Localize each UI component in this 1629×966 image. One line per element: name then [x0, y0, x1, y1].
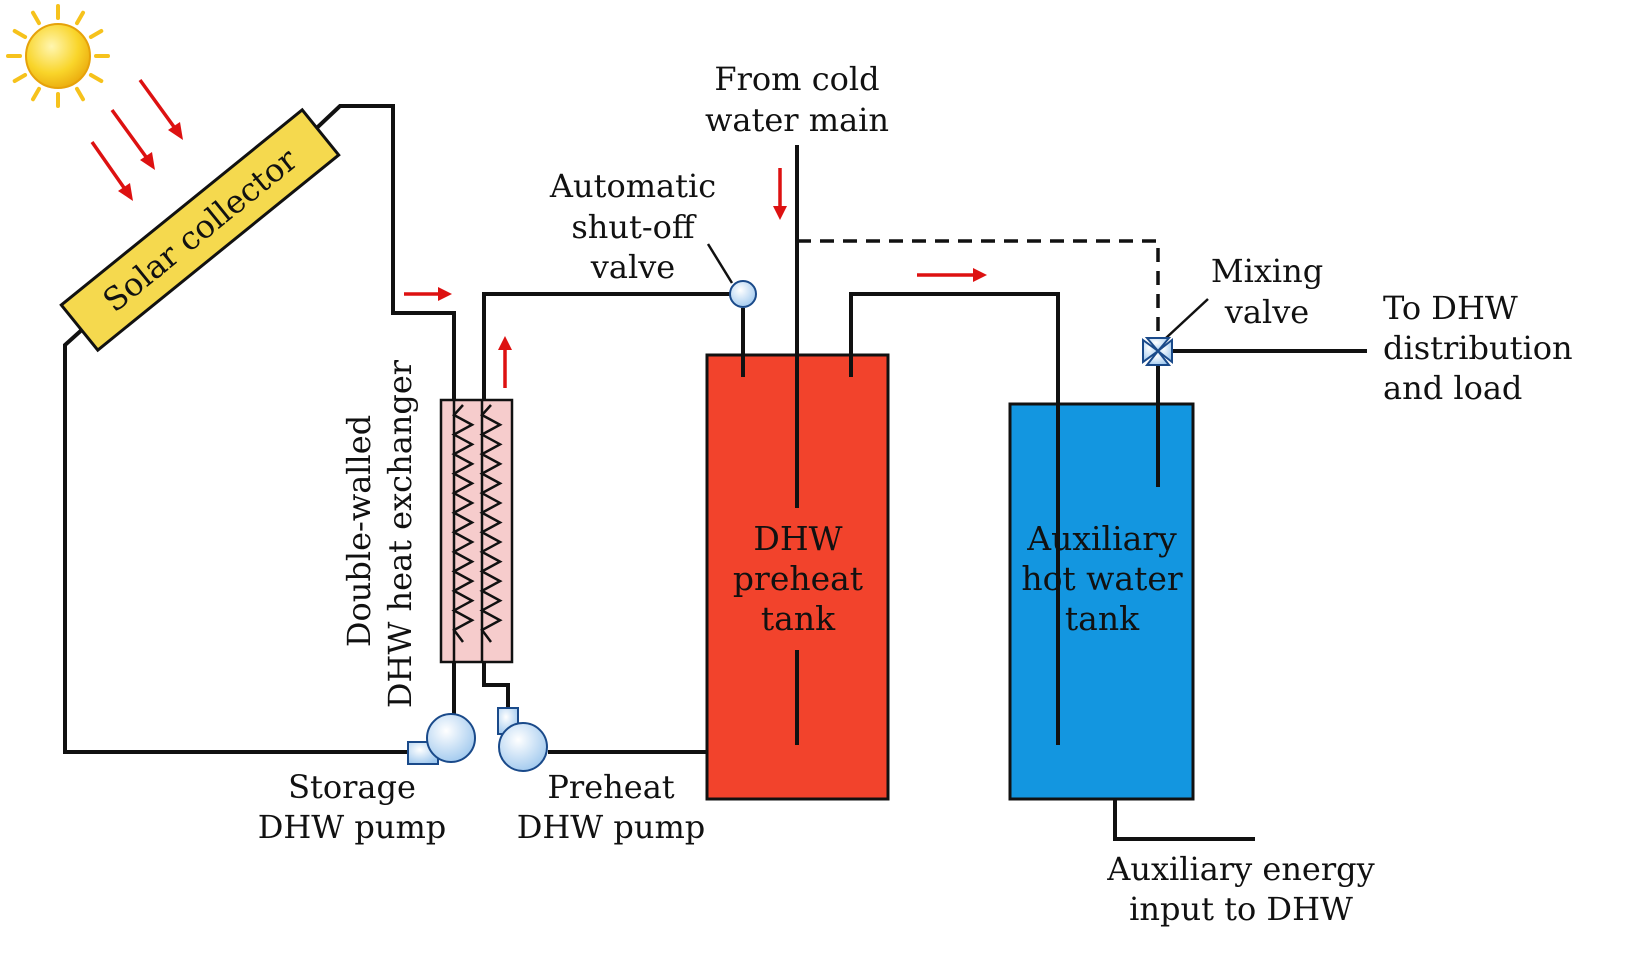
preheat-tank-label-3: tank — [761, 599, 836, 638]
to-dhw-label-1: To DHW — [1383, 289, 1518, 327]
sun-icon — [6, 4, 110, 108]
preheat-pump-label-1: Preheat — [547, 768, 674, 806]
to-dhw-label-3: and load — [1383, 369, 1522, 407]
cold-main-label-1: From cold — [714, 60, 879, 98]
aux-energy-label-2: input to DHW — [1129, 890, 1353, 928]
to-dhw-label-2: distribution — [1383, 329, 1573, 367]
aux-tank-label-3: tank — [1065, 599, 1140, 638]
preheat-pump — [497, 707, 548, 772]
storage-pump — [407, 713, 476, 765]
shutoff-valve-label-2: shut-off — [571, 208, 697, 246]
dhw-preheat-tank: DHW preheat tank — [705, 145, 1060, 801]
storage-pump-label-1: Storage — [288, 768, 416, 806]
aux-tank-label-1: Auxiliary — [1026, 519, 1177, 558]
storage-pump-label-2: DHW pump — [258, 808, 447, 846]
solar-radiation-arrows — [90, 78, 183, 201]
shutoff-valve-label-3: valve — [590, 248, 675, 286]
preheat-tank-label-2: preheat — [733, 559, 863, 598]
mixing-valve-label-1: Mixing — [1211, 252, 1323, 290]
aux-tank-label-2: hot water — [1021, 559, 1183, 598]
heat-exchanger-label-1: Double-walled — [340, 415, 378, 647]
aux-energy-label-1: Auxiliary energy — [1106, 850, 1374, 888]
heat-exchanger — [439, 398, 514, 664]
solar-collector-label: Solar collector — [96, 140, 305, 320]
shutoff-valve — [706, 243, 757, 308]
collector-loop-pipes — [63, 104, 456, 754]
flow-arrows — [404, 168, 987, 388]
heat-exchanger-label: Double-walled DHW heat exchanger — [340, 359, 419, 708]
mixing-valve — [1142, 298, 1367, 366]
shutoff-valve-label-1: Automatic — [549, 167, 716, 205]
mixing-valve-label-2: valve — [1224, 293, 1309, 331]
solar-collector: Solar collector — [59, 107, 341, 353]
preheat-tank-label-1: DHW — [753, 519, 842, 558]
heat-exchanger-label-2: DHW heat exchanger — [381, 359, 419, 708]
preheat-pump-label-2: DHW pump — [517, 808, 706, 846]
cold-main-label-2: water main — [705, 101, 889, 139]
cold-bypass-line — [797, 239, 1160, 338]
auxiliary-hot-water-tank: Auxiliary hot water tank — [1008, 365, 1255, 841]
